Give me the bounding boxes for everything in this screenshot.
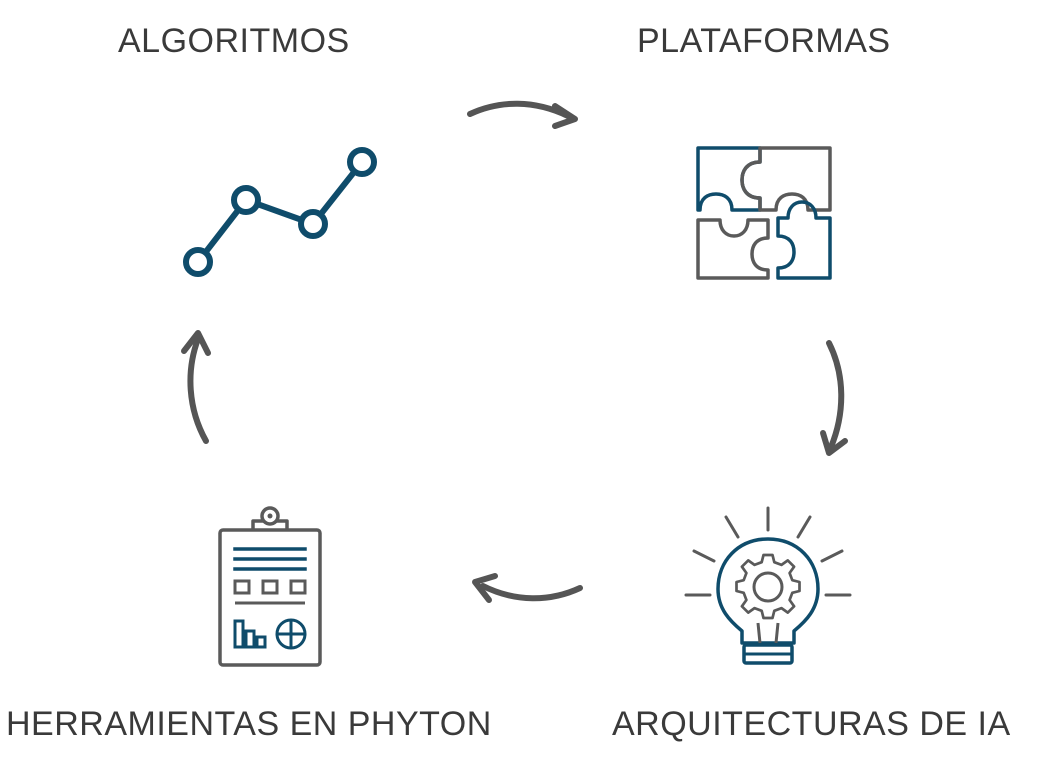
label-plataformas: PLATAFORMAS	[637, 22, 891, 60]
arrow-right	[820, 340, 848, 456]
label-herramientas: HERRAMIENTAS EN PHYTON	[6, 705, 492, 743]
label-arquitecturas: ARQUITECTURAS DE IA	[612, 705, 1011, 743]
arrow-bottom	[472, 573, 583, 603]
puzzle-icon	[696, 146, 832, 280]
label-algoritmos: ALGORITMOS	[118, 22, 350, 60]
arrow-top	[467, 100, 578, 129]
clipboard-report-icon	[218, 506, 322, 667]
lightbulb-gear-icon	[684, 506, 852, 665]
line-chart-icon	[183, 147, 377, 277]
arrow-left	[181, 330, 211, 444]
